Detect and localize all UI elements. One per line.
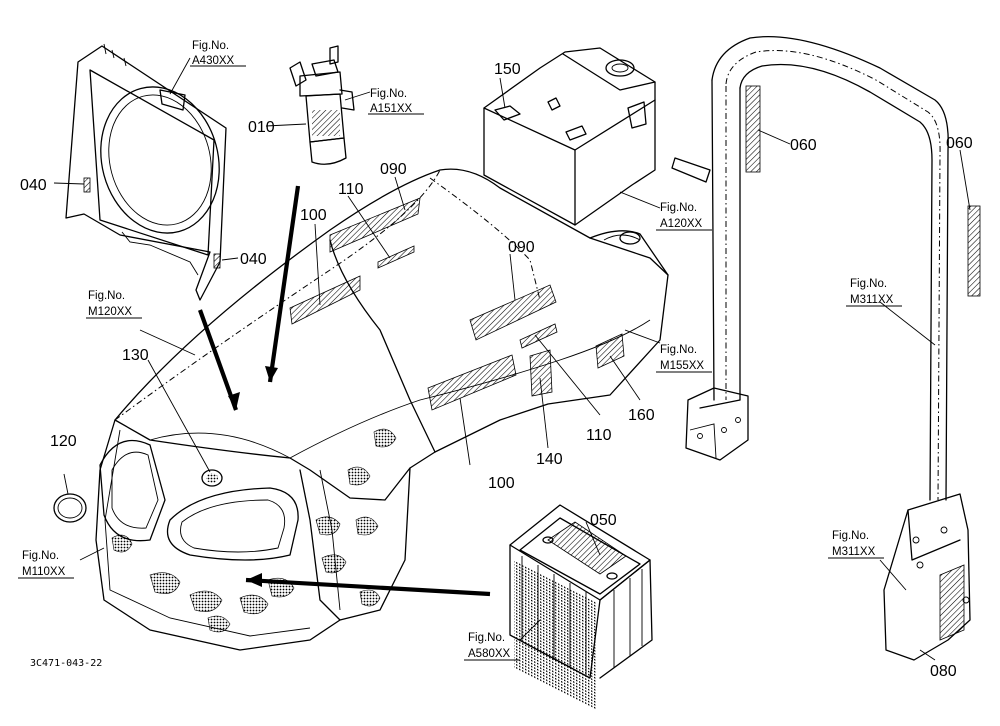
callout-110-top: 110 — [338, 181, 364, 198]
fig-ref-a120: Fig.No. A120XX — [656, 202, 712, 231]
fig-code: M120XX — [88, 306, 132, 318]
decal-160 — [595, 333, 625, 369]
decal-110-top — [377, 245, 415, 269]
fig-code: A580XX — [468, 648, 511, 660]
decal-100-top — [289, 275, 361, 325]
callout-110-side: 110 — [586, 427, 612, 444]
label-040-left — [83, 177, 91, 193]
rops-frame — [685, 35, 981, 661]
fig-label: Fig.No. — [850, 278, 887, 290]
fig-ref-m120: Fig.No. M120XX — [86, 290, 142, 319]
callout-080: 080 — [930, 663, 957, 680]
callout-130: 130 — [122, 347, 149, 364]
fig-code: M110XX — [22, 566, 66, 578]
fig-label: Fig.No. — [832, 530, 869, 542]
fig-label: Fig.No. — [660, 344, 697, 356]
pointer-arrows — [198, 185, 491, 597]
hood-decals — [289, 197, 625, 411]
fig-ref-m311-upper: Fig.No. M311XX — [846, 278, 902, 307]
decal-100-side — [427, 354, 517, 411]
decal-140 — [529, 349, 553, 397]
decal-090-top — [329, 197, 421, 253]
drawing-code: 3C471-043-22 — [30, 658, 102, 669]
fig-code: M311XX — [832, 546, 876, 558]
battery-bottom — [509, 504, 653, 710]
fig-ref-a580: Fig.No. A580XX — [464, 632, 520, 661]
battery-top — [483, 47, 711, 226]
fig-code: M155XX — [660, 360, 704, 372]
fig-label: Fig.No. — [660, 202, 697, 214]
fig-ref-a430: Fig.No. A430XX — [190, 40, 246, 67]
decal-080 — [939, 564, 965, 641]
decal-060-right — [967, 205, 981, 297]
fan-shroud — [65, 43, 227, 301]
callout-060-left: 060 — [790, 137, 817, 154]
callout-040-left: 040 — [20, 177, 47, 194]
fig-ref-m110: Fig.No. M110XX — [18, 550, 74, 579]
callout-100-side: 100 — [488, 475, 515, 492]
callout-040-right: 040 — [240, 251, 267, 268]
callout-090-top: 090 — [380, 161, 407, 178]
fig-label: Fig.No. — [370, 88, 407, 100]
fig-label: Fig.No. — [22, 550, 59, 562]
badge-120 — [53, 493, 87, 523]
fig-code: A430XX — [192, 55, 235, 67]
hood — [95, 168, 669, 651]
fig-label: Fig.No. — [88, 290, 125, 302]
fig-code: A120XX — [660, 218, 703, 230]
fig-code: M311XX — [850, 294, 894, 306]
decal-090-side — [469, 284, 557, 341]
callout-090-side: 090 — [508, 239, 535, 256]
callout-140: 140 — [536, 451, 563, 468]
fuel-filter — [289, 45, 355, 165]
callout-150: 150 — [494, 61, 521, 78]
decal-060-left — [745, 85, 761, 173]
callout-010: 010 — [248, 119, 275, 136]
fig-ref-a151: Fig.No. A151XX — [368, 88, 424, 115]
fig-label: Fig.No. — [192, 40, 229, 52]
callout-160: 160 — [628, 407, 655, 424]
decal-110-side — [519, 323, 558, 349]
fig-ref-m311-lower: Fig.No. M311XX — [828, 530, 884, 559]
label-040-right — [213, 253, 221, 269]
leader-lines — [53, 57, 971, 661]
callout-050: 050 — [590, 512, 617, 529]
callout-100-top: 100 — [300, 207, 327, 224]
fig-code: A151XX — [370, 103, 413, 115]
fig-ref-m155: Fig.No. M155XX — [656, 344, 712, 373]
callout-120: 120 — [50, 433, 77, 450]
fig-label: Fig.No. — [468, 632, 505, 644]
callout-060-right: 060 — [946, 135, 973, 152]
